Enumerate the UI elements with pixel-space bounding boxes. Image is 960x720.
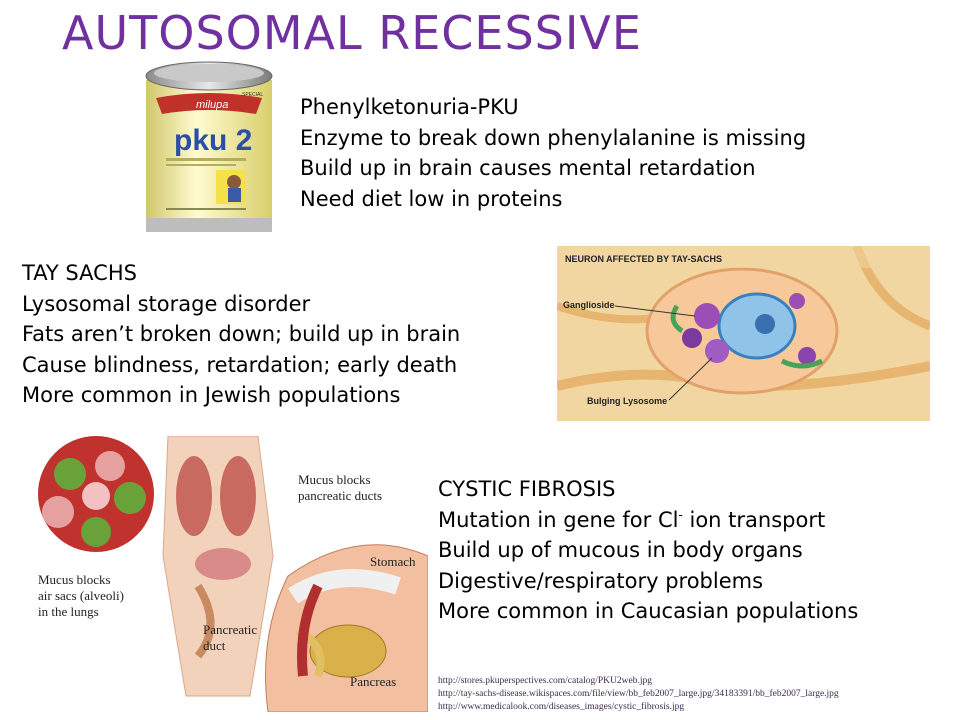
cf-line-1: CYSTIC FIBROSIS xyxy=(438,477,616,501)
cf-line-2-superscript: - xyxy=(678,507,683,522)
neuron-figure-heading: NEURON AFFECTED BY TAY-SACHS xyxy=(565,254,722,264)
air-sacs-label-3: in the lungs xyxy=(38,604,99,619)
pancreatic-duct-label-2: duct xyxy=(203,638,226,653)
reference-link[interactable]: http://www.medicalook.com/diseases_image… xyxy=(438,702,685,712)
cf-line-2-pre: Mutation in gene for Cl xyxy=(438,507,679,532)
tay-sachs-neuron-image: NEURON AFFECTED BY TAY-SACHS Ganglioside… xyxy=(557,246,930,421)
slide-title: AUTOSOMAL RECESSIVE xyxy=(62,6,642,60)
tay-line-5: More common in Jewish populations xyxy=(22,383,401,407)
pku-line-2: Enzyme to break down phenylalanine is mi… xyxy=(300,125,807,150)
can-brand-text: milupa xyxy=(196,99,228,111)
references: http://stores.pkuperspectives.com/catalo… xyxy=(438,675,839,714)
pku-line-4: Need diet low in proteins xyxy=(300,186,563,211)
cystic-fibrosis-image: Mucus blocks pancreatic ducts Stomach Mu… xyxy=(18,436,428,712)
ganglioside-label: Ganglioside xyxy=(563,300,615,310)
pancreatic-ducts-label-1: Mucus blocks xyxy=(298,472,371,487)
can-special-text: SPECIAL xyxy=(242,92,263,98)
pku-text-block: Phenylketonuria-PKU Enzyme to break down… xyxy=(300,92,806,214)
cystic-fibrosis-text-block: CYSTIC FIBROSIS Mutation in gene for Cl-… xyxy=(438,474,858,627)
cf-line-2: Mutation in gene for Cl- ion transport xyxy=(438,505,858,536)
pancreas-label: Pancreas xyxy=(350,674,396,689)
cf-line-3: Build up of mucous in body organs xyxy=(438,538,803,562)
pku-can-image: milupa SPECIAL pku 2 xyxy=(136,58,282,234)
tay-line-4: Cause blindness, retardation; early deat… xyxy=(22,352,458,377)
pancreatic-ducts-label-2: pancreatic ducts xyxy=(298,488,382,503)
tay-line-1: TAY SACHS xyxy=(22,261,137,285)
tay-line-2: Lysosomal storage disorder xyxy=(22,291,311,316)
pku-line-3: Build up in brain causes mental retardat… xyxy=(300,156,756,180)
can-label-text: pku 2 xyxy=(174,124,252,157)
cf-line-5: More common in Caucasian populations xyxy=(438,599,859,623)
tay-line-3: Fats aren’t broken down; build up in bra… xyxy=(22,322,461,346)
air-sacs-label-1: Mucus blocks xyxy=(38,572,111,587)
tay-sachs-text-block: TAY SACHS Lysosomal storage disorder Fat… xyxy=(22,258,460,411)
air-sacs-label-2: air sacs (alveoli) xyxy=(38,588,124,603)
reference-link[interactable]: http://stores.pkuperspectives.com/catalo… xyxy=(438,676,652,686)
stomach-label: Stomach xyxy=(370,554,416,569)
pku-line-1: Phenylketonuria-PKU xyxy=(300,95,519,119)
bulging-lysosome-label: Bulging Lysosome xyxy=(587,396,667,406)
pancreatic-duct-label-1: Pancreatic xyxy=(203,622,257,637)
cf-line-4: Digestive/respiratory problems xyxy=(438,568,764,593)
reference-link[interactable]: http://tay-sachs-disease.wikispaces.com/… xyxy=(438,689,839,699)
cf-line-2-post: ion transport xyxy=(682,507,826,532)
